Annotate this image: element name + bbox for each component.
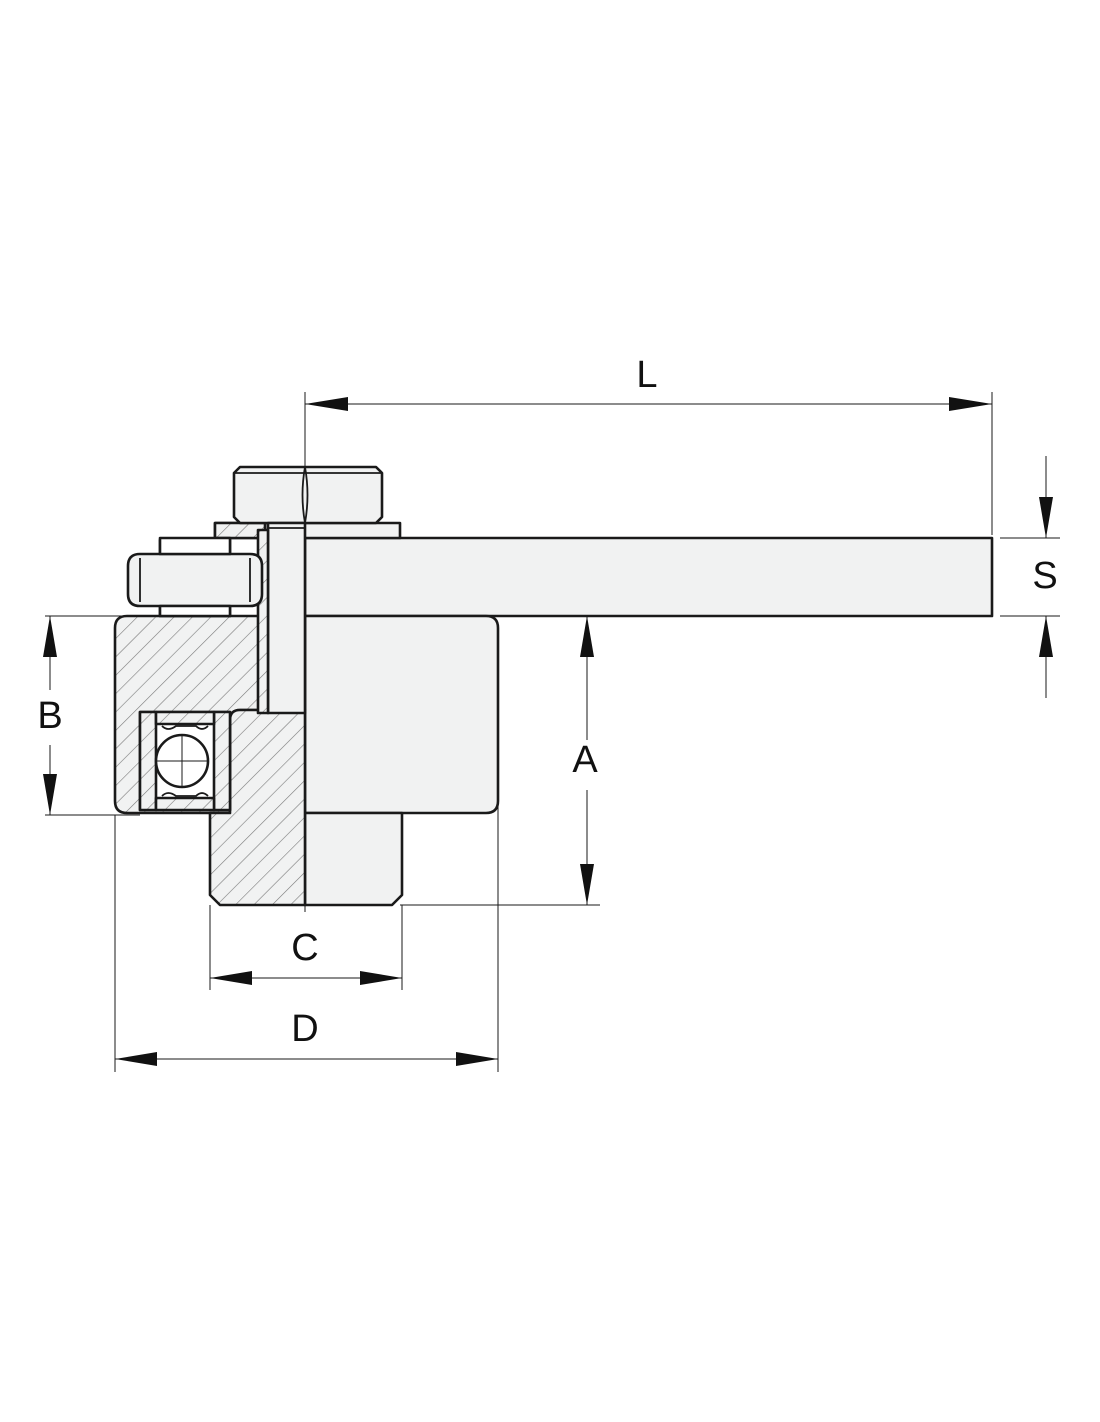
dim-label-B: B [37, 695, 62, 737]
hub [303, 811, 404, 907]
dim-label-L: L [636, 354, 657, 396]
set-screw [126, 536, 264, 618]
dimension-arrows [43, 397, 1053, 1066]
roller-body [303, 614, 500, 815]
ball-bearing [138, 710, 232, 812]
dim-label-C: C [291, 927, 318, 969]
bolt [256, 521, 307, 715]
dim-label-A: A [572, 739, 598, 781]
lever-arm [303, 536, 994, 618]
hex-nut [232, 465, 384, 525]
dim-label-S: S [1032, 555, 1057, 597]
dim-label-D: D [291, 1008, 318, 1050]
